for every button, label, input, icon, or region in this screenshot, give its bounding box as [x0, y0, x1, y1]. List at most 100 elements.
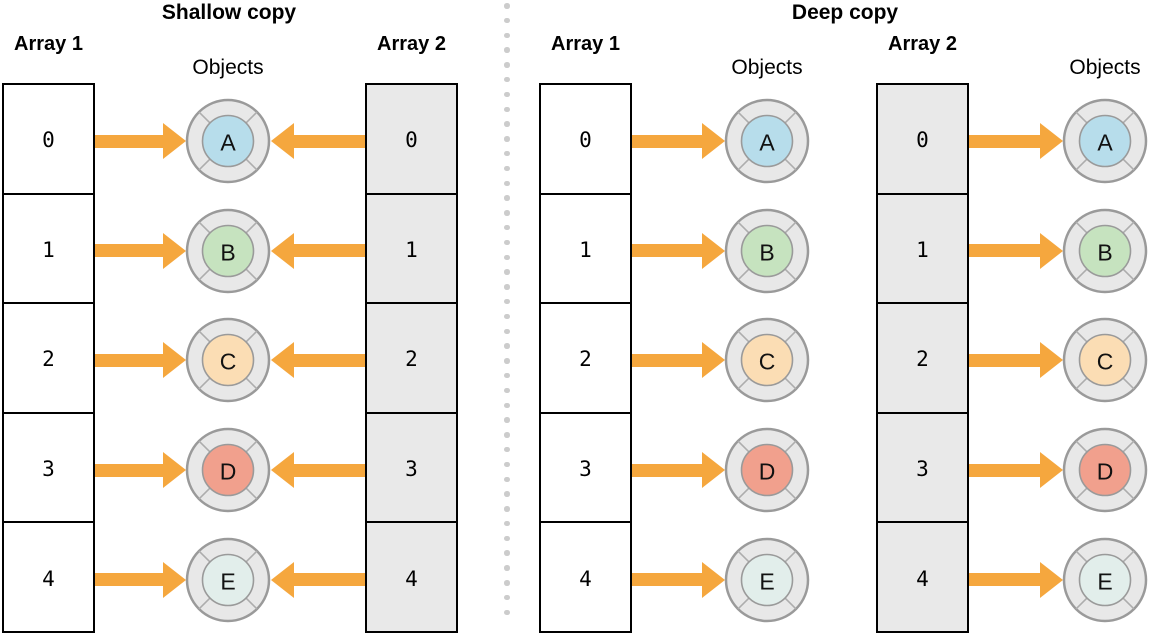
divider-dot — [504, 432, 510, 438]
arrow-shaft — [95, 573, 165, 587]
array-label: Array 1 — [551, 33, 620, 55]
object-letter: E — [220, 568, 235, 594]
arrow-head-icon — [1039, 123, 1063, 159]
arrow-head-icon — [270, 342, 294, 379]
array-label: Array 2 — [377, 33, 446, 55]
arrow-head-icon — [701, 342, 725, 379]
divider-dot — [504, 150, 510, 157]
cell-value: 3 — [579, 457, 592, 482]
arrow-shaft — [632, 353, 704, 367]
array-cell: 3 — [878, 411, 967, 522]
reference-arrow-right — [95, 452, 186, 489]
object-letter: D — [759, 459, 776, 485]
array-cell: 3 — [541, 411, 630, 522]
divider-dot — [504, 224, 510, 231]
object-node: C — [185, 318, 271, 403]
divider-dot — [504, 535, 510, 542]
arrow-head-icon — [1039, 561, 1063, 598]
divider-dot — [504, 417, 510, 423]
arrow-shaft — [969, 573, 1042, 587]
reference-arrow-right — [632, 452, 725, 489]
array-cell: 1 — [541, 192, 630, 303]
arrow-head-icon — [162, 342, 186, 379]
cell-value: 4 — [916, 566, 929, 591]
divider-dot — [504, 91, 510, 98]
reference-arrow-right — [969, 561, 1063, 598]
arrow-head-icon — [1039, 452, 1063, 489]
cell-value: 3 — [405, 457, 418, 482]
object-node: E — [724, 537, 810, 623]
divider-dot — [504, 284, 510, 290]
divider-dot — [504, 254, 510, 261]
arrow-head-icon — [701, 232, 725, 269]
reference-arrow-left — [270, 232, 365, 269]
objects-label: Objects — [192, 56, 264, 79]
divider-dot — [504, 313, 510, 320]
divider-dot — [504, 343, 510, 349]
objects-label: Objects — [731, 56, 803, 79]
array-cell: 2 — [4, 302, 93, 412]
divider-dot — [504, 387, 510, 394]
reference-arrow-right — [632, 342, 725, 379]
arrow-shaft — [95, 353, 165, 367]
object-node: D — [1062, 427, 1148, 513]
divider-dot — [504, 461, 510, 468]
reference-arrow-right — [95, 342, 186, 379]
arrow-head-icon — [701, 561, 725, 598]
cell-value: 0 — [579, 128, 592, 153]
object-node: E — [1062, 537, 1148, 623]
divider-dot — [504, 136, 510, 142]
divider-dot — [504, 3, 510, 9]
object-letter: A — [1097, 130, 1113, 156]
array-cell: 1 — [367, 192, 456, 303]
arrow-shaft — [291, 353, 365, 367]
array-cell: 2 — [541, 302, 630, 412]
object-letter: B — [220, 239, 235, 265]
arrow-shaft — [95, 244, 165, 258]
divider-dot — [504, 180, 510, 187]
divider-dot — [504, 609, 510, 616]
panel-title: Deep copy — [791, 1, 899, 24]
divider-dot — [504, 372, 510, 379]
array-label: Array 2 — [888, 33, 957, 55]
arrow-shaft — [969, 353, 1042, 367]
arrow-head-icon — [701, 123, 725, 159]
arrow-shaft — [969, 463, 1042, 477]
reference-arrow-left — [270, 561, 365, 598]
dotted-divider-icon — [504, 3, 510, 616]
divider-dot — [504, 165, 510, 172]
array-cell: 2 — [367, 302, 456, 412]
object-node: C — [1062, 318, 1148, 403]
reference-arrow-right — [969, 452, 1063, 489]
cell-value: 4 — [42, 566, 55, 591]
divider-dot — [504, 358, 510, 364]
arrow-head-icon — [270, 123, 294, 159]
object-node: A — [185, 98, 271, 184]
object-node: D — [185, 427, 271, 513]
array-cell: 1 — [4, 192, 93, 303]
array-cell: 0 — [878, 85, 967, 193]
array-cell: 0 — [4, 85, 93, 193]
divider-dot — [504, 446, 510, 453]
divider-dot — [504, 239, 510, 246]
object-node: B — [185, 208, 271, 293]
arrow-head-icon — [1039, 232, 1063, 269]
arrow-head-icon — [1039, 342, 1063, 379]
object-letter: D — [1097, 459, 1114, 485]
divider-dot — [504, 506, 510, 512]
arrow-shaft — [291, 244, 365, 258]
array-cell: 4 — [4, 521, 93, 631]
cell-value: 0 — [42, 128, 55, 153]
arrow-shaft — [632, 134, 704, 148]
arrow-shaft — [969, 134, 1042, 148]
divider-dot — [504, 121, 510, 127]
divider-dot — [504, 17, 510, 24]
cell-value: 2 — [579, 347, 592, 372]
arrow-shaft — [95, 134, 165, 148]
object-letter: C — [1097, 349, 1114, 375]
